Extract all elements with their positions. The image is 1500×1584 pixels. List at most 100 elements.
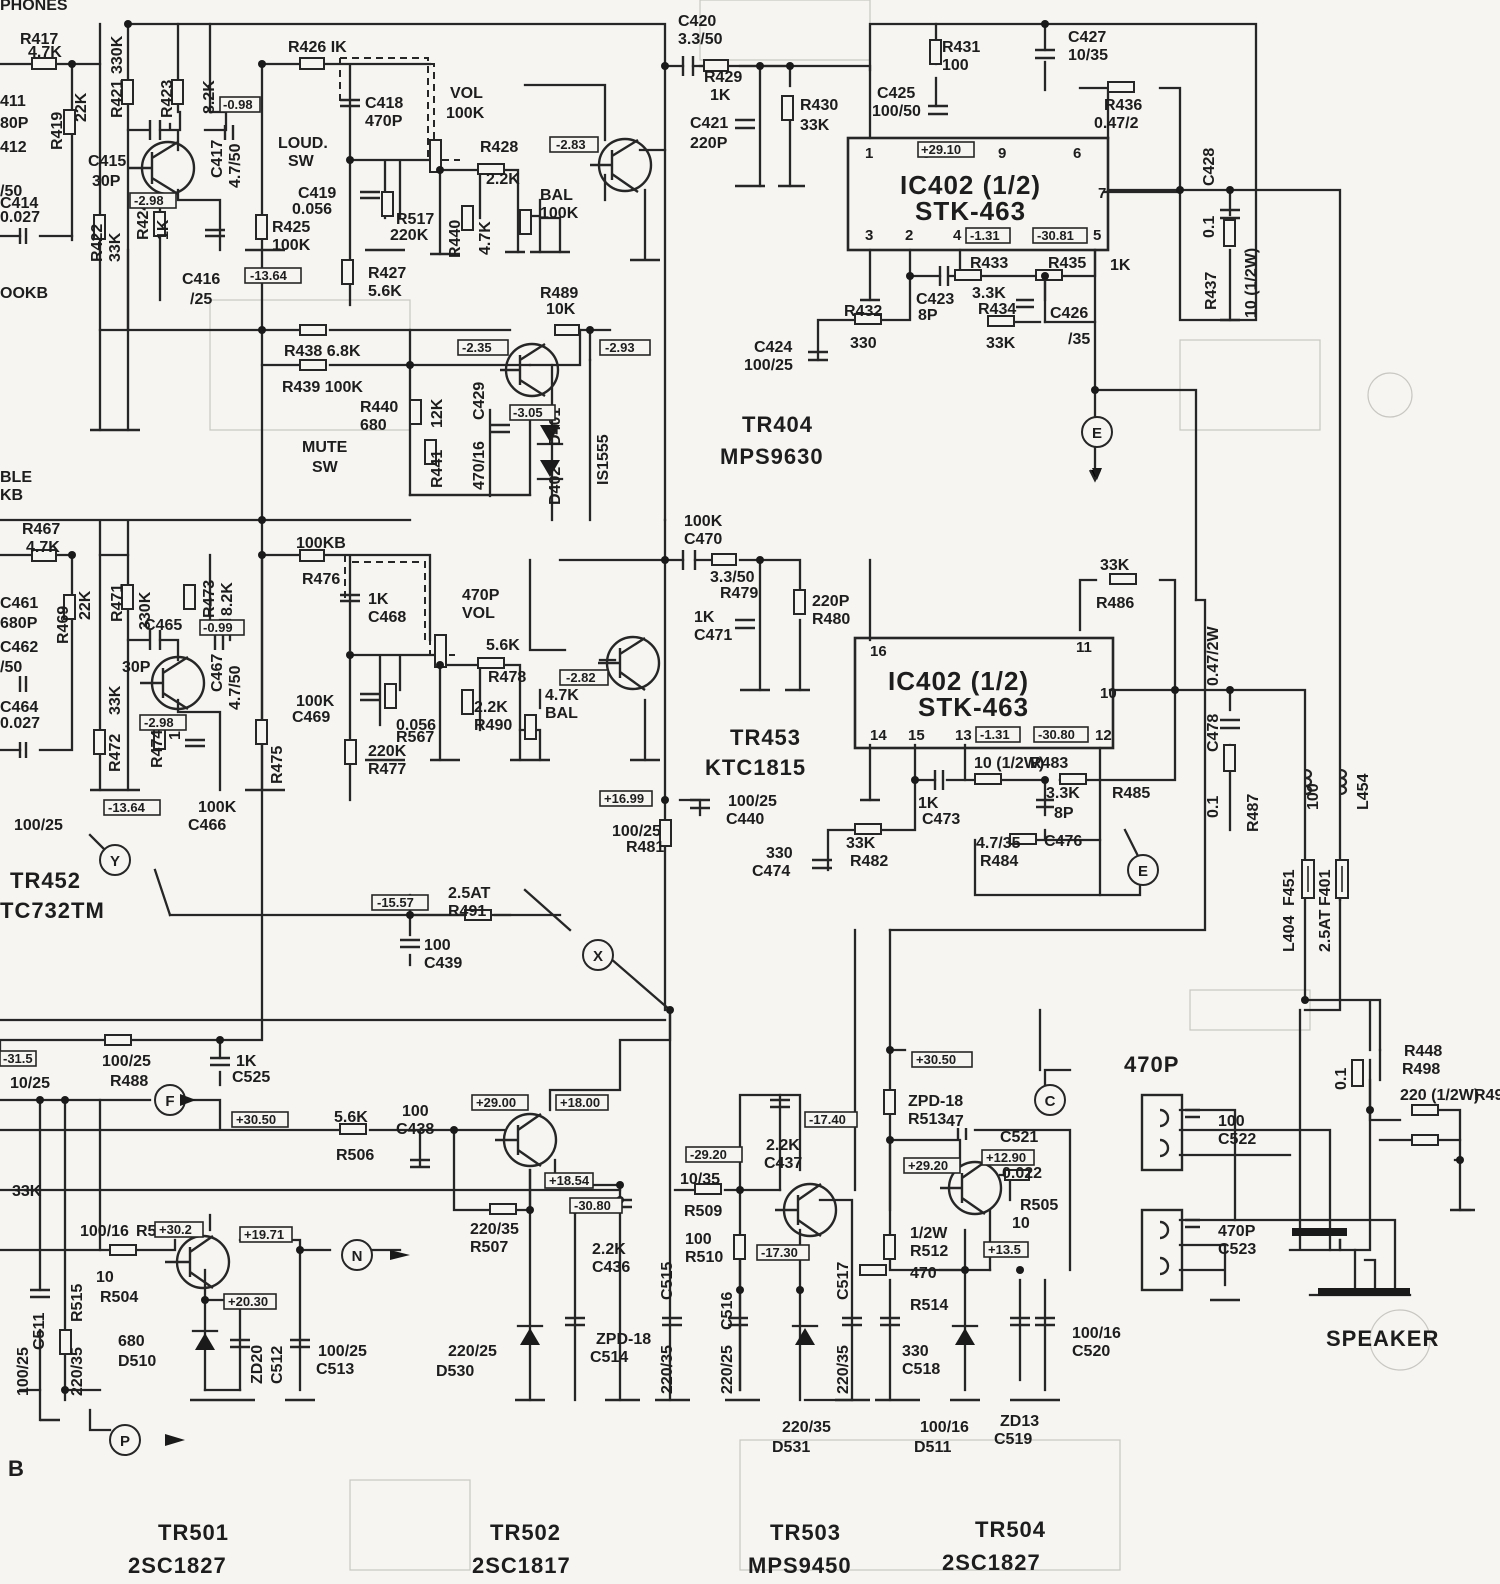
svg-text:-30.80: -30.80 — [1038, 727, 1075, 742]
connector-label: F — [165, 1093, 174, 1110]
svg-text:-13.64: -13.64 — [108, 800, 146, 815]
svg-text:R440: R440 — [360, 399, 398, 416]
svg-text:330: 330 — [850, 335, 877, 352]
svg-text:3.3K: 3.3K — [972, 285, 1006, 302]
svg-text:470: 470 — [910, 1265, 937, 1282]
svg-text:220/35: 220/35 — [659, 1345, 676, 1394]
svg-text:ZD20: ZD20 — [249, 1345, 266, 1384]
svg-text:470P: 470P — [365, 113, 403, 130]
svg-text:330K: 330K — [109, 35, 126, 74]
svg-text:+18.54: +18.54 — [549, 1173, 590, 1188]
svg-text:LOUD.: LOUD. — [278, 135, 328, 152]
svg-text:-29.20: -29.20 — [690, 1147, 727, 1162]
svg-text:F401: F401 — [1317, 869, 1334, 906]
svg-text:R473: R473 — [201, 580, 218, 618]
svg-text:0.056: 0.056 — [292, 201, 332, 218]
connector-label: X — [593, 948, 603, 965]
svg-text:R424: R424 — [135, 202, 152, 240]
connector-label: E — [1138, 863, 1148, 880]
svg-text:80P: 80P — [0, 115, 29, 132]
svg-text:C471: C471 — [694, 627, 732, 644]
svg-text:220K: 220K — [368, 743, 407, 760]
svg-text:1K: 1K — [694, 609, 715, 626]
svg-text:TR502: TR502 — [490, 1520, 561, 1545]
svg-text:100: 100 — [942, 57, 969, 74]
svg-text:R425: R425 — [272, 219, 310, 236]
svg-text:R419: R419 — [49, 112, 66, 150]
svg-text:R477: R477 — [368, 761, 406, 778]
svg-text:R437: R437 — [1203, 272, 1220, 310]
svg-text:TC732TM: TC732TM — [0, 898, 105, 923]
junction-dots — [36, 20, 1464, 1394]
svg-text:STK-463: STK-463 — [915, 196, 1026, 226]
svg-text:BLE: BLE — [0, 469, 32, 486]
svg-text:C518: C518 — [902, 1361, 940, 1378]
svg-text:8.2K: 8.2K — [201, 80, 218, 114]
svg-text:100/16: 100/16 — [920, 1419, 969, 1436]
svg-text:C517: C517 — [835, 1262, 852, 1300]
speaker-bar — [1292, 1228, 1347, 1236]
ic402-lower-block — [853, 636, 1115, 750]
svg-text:MPS9450: MPS9450 — [748, 1553, 852, 1578]
svg-text:30P: 30P — [92, 173, 121, 190]
svg-text:C462: C462 — [0, 639, 38, 656]
svg-text:VOL: VOL — [450, 85, 483, 102]
svg-text:R422: R422 — [89, 224, 106, 262]
svg-text:+30.2: +30.2 — [159, 1222, 192, 1237]
svg-text:R429: R429 — [704, 69, 742, 86]
svg-text:R441: R441 — [429, 450, 446, 488]
svg-text:+29.10: +29.10 — [921, 142, 961, 157]
svg-text:0.056: 0.056 — [396, 717, 436, 734]
svg-text:/50: /50 — [0, 659, 22, 676]
svg-text:R487: R487 — [1245, 794, 1262, 832]
svg-text:16: 16 — [870, 643, 887, 660]
svg-text:680: 680 — [118, 1333, 145, 1350]
ic402-upper-block — [846, 136, 1110, 252]
svg-text:100/25: 100/25 — [728, 793, 777, 810]
svg-text:R517: R517 — [396, 211, 434, 228]
svg-text:-30.80: -30.80 — [574, 1198, 611, 1213]
svg-text:C440: C440 — [726, 811, 764, 828]
component-labels: R417 4.7K R421 330K R423 8.2K R419 22K 4… — [0, 0, 1500, 1481]
svg-text:220/35: 220/35 — [835, 1345, 852, 1394]
svg-text:1K: 1K — [1110, 257, 1131, 274]
svg-text:-2.82: -2.82 — [566, 670, 596, 685]
svg-text:100KB: 100KB — [296, 535, 346, 552]
svg-text:10: 10 — [1012, 1215, 1030, 1232]
svg-text:R474: R474 — [149, 730, 166, 768]
svg-text:470P: 470P — [462, 587, 500, 604]
svg-text:C511: C511 — [31, 1313, 48, 1350]
svg-text:C522: C522 — [1218, 1131, 1256, 1148]
svg-text:-3.05: -3.05 — [513, 405, 543, 420]
svg-text:R467: R467 — [22, 521, 60, 538]
svg-text:R484: R484 — [980, 853, 1018, 870]
svg-text:+29.00: +29.00 — [476, 1095, 516, 1110]
svg-text:2.2K: 2.2K — [486, 171, 520, 188]
svg-text:D530: D530 — [436, 1363, 474, 1380]
svg-text:2.2K: 2.2K — [474, 699, 508, 716]
svg-text:-1.31: -1.31 — [980, 727, 1010, 742]
svg-text:R480: R480 — [812, 611, 850, 628]
svg-text:R490: R490 — [474, 717, 512, 734]
svg-text:1K: 1K — [155, 219, 172, 240]
svg-text:10/35: 10/35 — [680, 1171, 720, 1188]
svg-text:C473: C473 — [922, 811, 960, 828]
svg-text:33K: 33K — [800, 117, 830, 134]
svg-text:R448: R448 — [1404, 1043, 1442, 1060]
svg-text:1: 1 — [865, 145, 873, 162]
svg-text:+19.71: +19.71 — [244, 1227, 284, 1242]
fuses — [1307, 866, 1343, 892]
connector-letters: E E Y X F C N P — [110, 425, 1148, 1450]
svg-text:ZPD-18: ZPD-18 — [596, 1331, 651, 1348]
svg-text:-1.31: -1.31 — [970, 228, 1000, 243]
svg-text:+29.20: +29.20 — [908, 1158, 948, 1173]
connector-label: P — [120, 1433, 130, 1450]
svg-text:/25: /25 — [190, 291, 212, 308]
svg-text:R509: R509 — [684, 1203, 722, 1220]
svg-text:TR504: TR504 — [975, 1517, 1046, 1542]
svg-text:10: 10 — [96, 1269, 114, 1286]
svg-text:+30.50: +30.50 — [916, 1052, 956, 1067]
svg-text:411: 411 — [0, 93, 26, 110]
svg-text:R431: R431 — [942, 39, 980, 56]
svg-text:100/25: 100/25 — [612, 823, 661, 840]
